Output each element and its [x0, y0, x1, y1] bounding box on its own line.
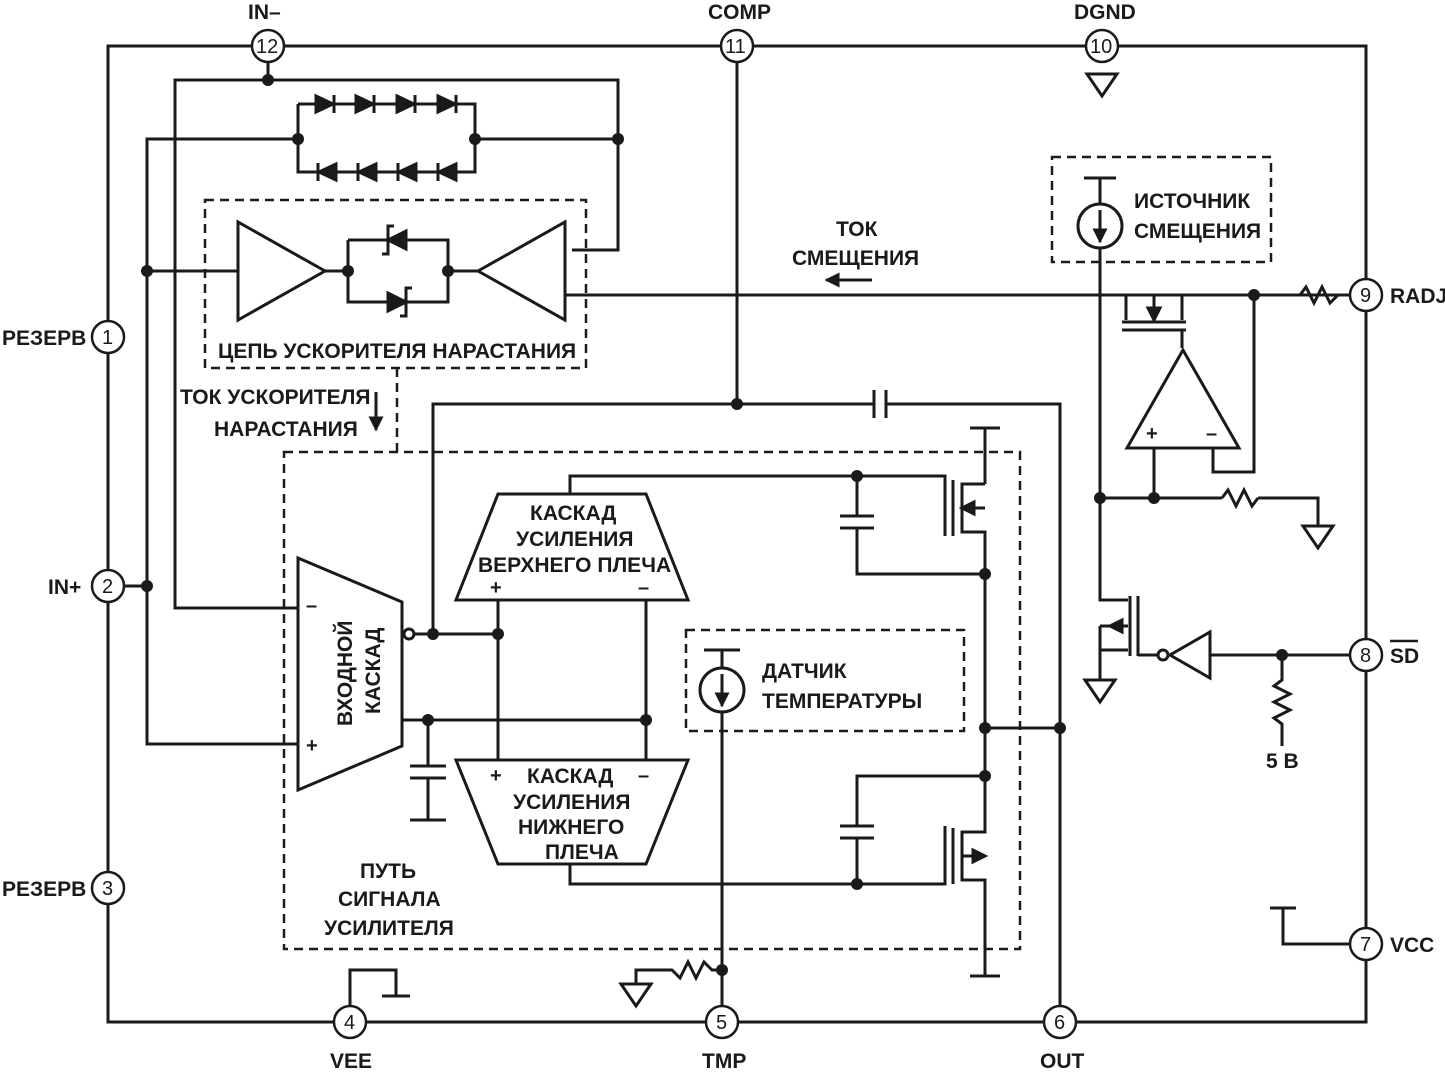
bias-current-label-1: ТОК: [836, 218, 878, 241]
low-side-plus: +: [490, 765, 502, 787]
bias-opamp: [1124, 346, 1242, 450]
booster-current-label-2: НАРАСТАНИЯ: [214, 418, 358, 441]
pin-5-name: TMP: [702, 1050, 746, 1072]
high-side-plus: +: [490, 577, 502, 599]
svg-text:10: 10: [1090, 36, 1112, 58]
pin-4-name: VEE: [330, 1050, 372, 1072]
signal-path-label-3: УСИЛИТЕЛЯ: [324, 917, 454, 940]
pin-7-name: VCC: [1390, 934, 1434, 957]
pin-8[interactable]: 8 SD: [1348, 637, 1419, 673]
bias-source-section: ИСТОЧНИК СМЕЩЕНИЯ + –: [1050, 155, 1352, 596]
input-stage-label-2: КАСКАД: [362, 628, 385, 714]
pin-6[interactable]: 6 OUT: [1040, 1004, 1085, 1072]
signal-path-label-2: СИГНАЛА: [338, 888, 441, 911]
pin-9-name: RADJ: [1390, 285, 1445, 308]
pin-2[interactable]: 2 IN+: [48, 568, 126, 604]
pin-2-name: IN+: [48, 576, 81, 599]
svg-text:7: 7: [1360, 934, 1371, 956]
pin-6-name: OUT: [1040, 1050, 1085, 1072]
input-plus-sign: +: [306, 735, 318, 757]
input-stage-block: [296, 555, 404, 793]
high-side-stage-block: [453, 492, 691, 602]
svg-text:9: 9: [1360, 285, 1371, 307]
input-stage-label-1: ВХОДНОЙ: [333, 621, 357, 726]
pin-5[interactable]: 5 TMP: [702, 1004, 746, 1072]
bias-source-box: [1050, 155, 1273, 264]
temp-sensor-box: [684, 628, 966, 733]
svg-text:6: 6: [1054, 1012, 1065, 1034]
shutdown-section: 5 В: [1082, 596, 1352, 773]
junction-dots: [141, 74, 1288, 976]
diode-chain-reverse: [315, 161, 458, 183]
signal-path-label-1: ПУТЬ: [360, 860, 416, 883]
pin-10-name: DGND: [1074, 1, 1136, 24]
svg-text:1: 1: [102, 327, 113, 349]
pin-3[interactable]: 3 РЕЗЕРВ: [2, 870, 126, 906]
booster-buffer-right: [474, 219, 567, 323]
svg-text:11: 11: [725, 36, 746, 58]
pin-8-name: SD: [1390, 645, 1419, 668]
pin-11[interactable]: 11 COMP: [708, 1, 771, 64]
pin-1[interactable]: 1 РЕЗЕРВ: [2, 319, 126, 355]
zener-diodes: [382, 224, 412, 318]
svg-text:8: 8: [1360, 645, 1371, 667]
pin-9[interactable]: 9 RADJ: [1348, 277, 1445, 313]
svg-text:2: 2: [102, 576, 113, 598]
opamp-minus: –: [1206, 423, 1217, 445]
slew-booster-section: ЦЕПЬ УСКОРИТЕЛЯ НАРАСТАНИЯ ТОК УСКОРИТЕЛ…: [145, 60, 620, 746]
output-transistors: [840, 426, 1060, 978]
booster-current-label-1: ТОК УСКОРИТЕЛЯ: [180, 386, 370, 409]
signal-path-box: [282, 450, 1022, 951]
low-side-label-3: НИЖНЕГО: [518, 816, 624, 839]
slew-booster-box: [203, 198, 588, 370]
bias-source-label-1: ИСТОЧНИК: [1134, 190, 1250, 213]
pin-1-name: РЕЗЕРВ: [2, 327, 86, 350]
high-side-minus: –: [638, 577, 649, 599]
input-minus-sign: –: [306, 595, 317, 617]
temp-sensor-label-1: ДАТЧИК: [762, 660, 847, 683]
low-side-minus: –: [638, 765, 649, 787]
pin-12-name: IN–: [248, 1, 281, 24]
low-side-stage-block: [453, 758, 691, 866]
high-side-label-3: ВЕРХНЕГО ПЛЕЧА: [478, 554, 671, 577]
pin-11-name: COMP: [708, 1, 771, 24]
temp-sensor-label-2: ТЕМПЕРАТУРЫ: [762, 690, 922, 713]
low-side-label-1: КАСКАД: [527, 765, 613, 788]
supply-5v-label: 5 В: [1266, 750, 1299, 773]
diode-chain-forward: [314, 93, 459, 115]
opamp-plus: +: [1146, 423, 1158, 445]
shutdown-inverter: [1166, 629, 1212, 681]
pin-10[interactable]: 10 DGND: [1074, 1, 1136, 64]
svg-text:12: 12: [256, 36, 278, 58]
high-side-label-1: КАСКАД: [530, 502, 616, 525]
signal-path-section: – + ВХОДНОЙ КАСКАД КАСКАД УСИЛЕНИЯ ВЕРХН…: [282, 426, 1060, 1008]
low-side-label-4: ПЛЕЧА: [545, 841, 619, 864]
svg-text:3: 3: [102, 878, 113, 900]
pin-7[interactable]: 7 VCC: [1348, 926, 1434, 962]
svg-text:5: 5: [716, 1012, 727, 1034]
booster-buffer-left: [236, 219, 329, 323]
svg-text:4: 4: [344, 1012, 355, 1034]
pin-3-name: РЕЗЕРВ: [2, 878, 86, 901]
low-side-label-2: УСИЛЕНИЯ: [513, 791, 630, 814]
high-side-label-2: УСИЛЕНИЯ: [516, 528, 633, 551]
pin-4[interactable]: 4 VEE: [330, 1004, 372, 1072]
bias-current-label-2: СМЕЩЕНИЯ: [792, 247, 919, 270]
slew-booster-label: ЦЕПЬ УСКОРИТЕЛЯ НАРАСТАНИЯ: [218, 340, 576, 363]
bias-source-label-2: СМЕЩЕНИЯ: [1134, 220, 1261, 243]
pin-12[interactable]: 12 IN–: [248, 1, 286, 64]
